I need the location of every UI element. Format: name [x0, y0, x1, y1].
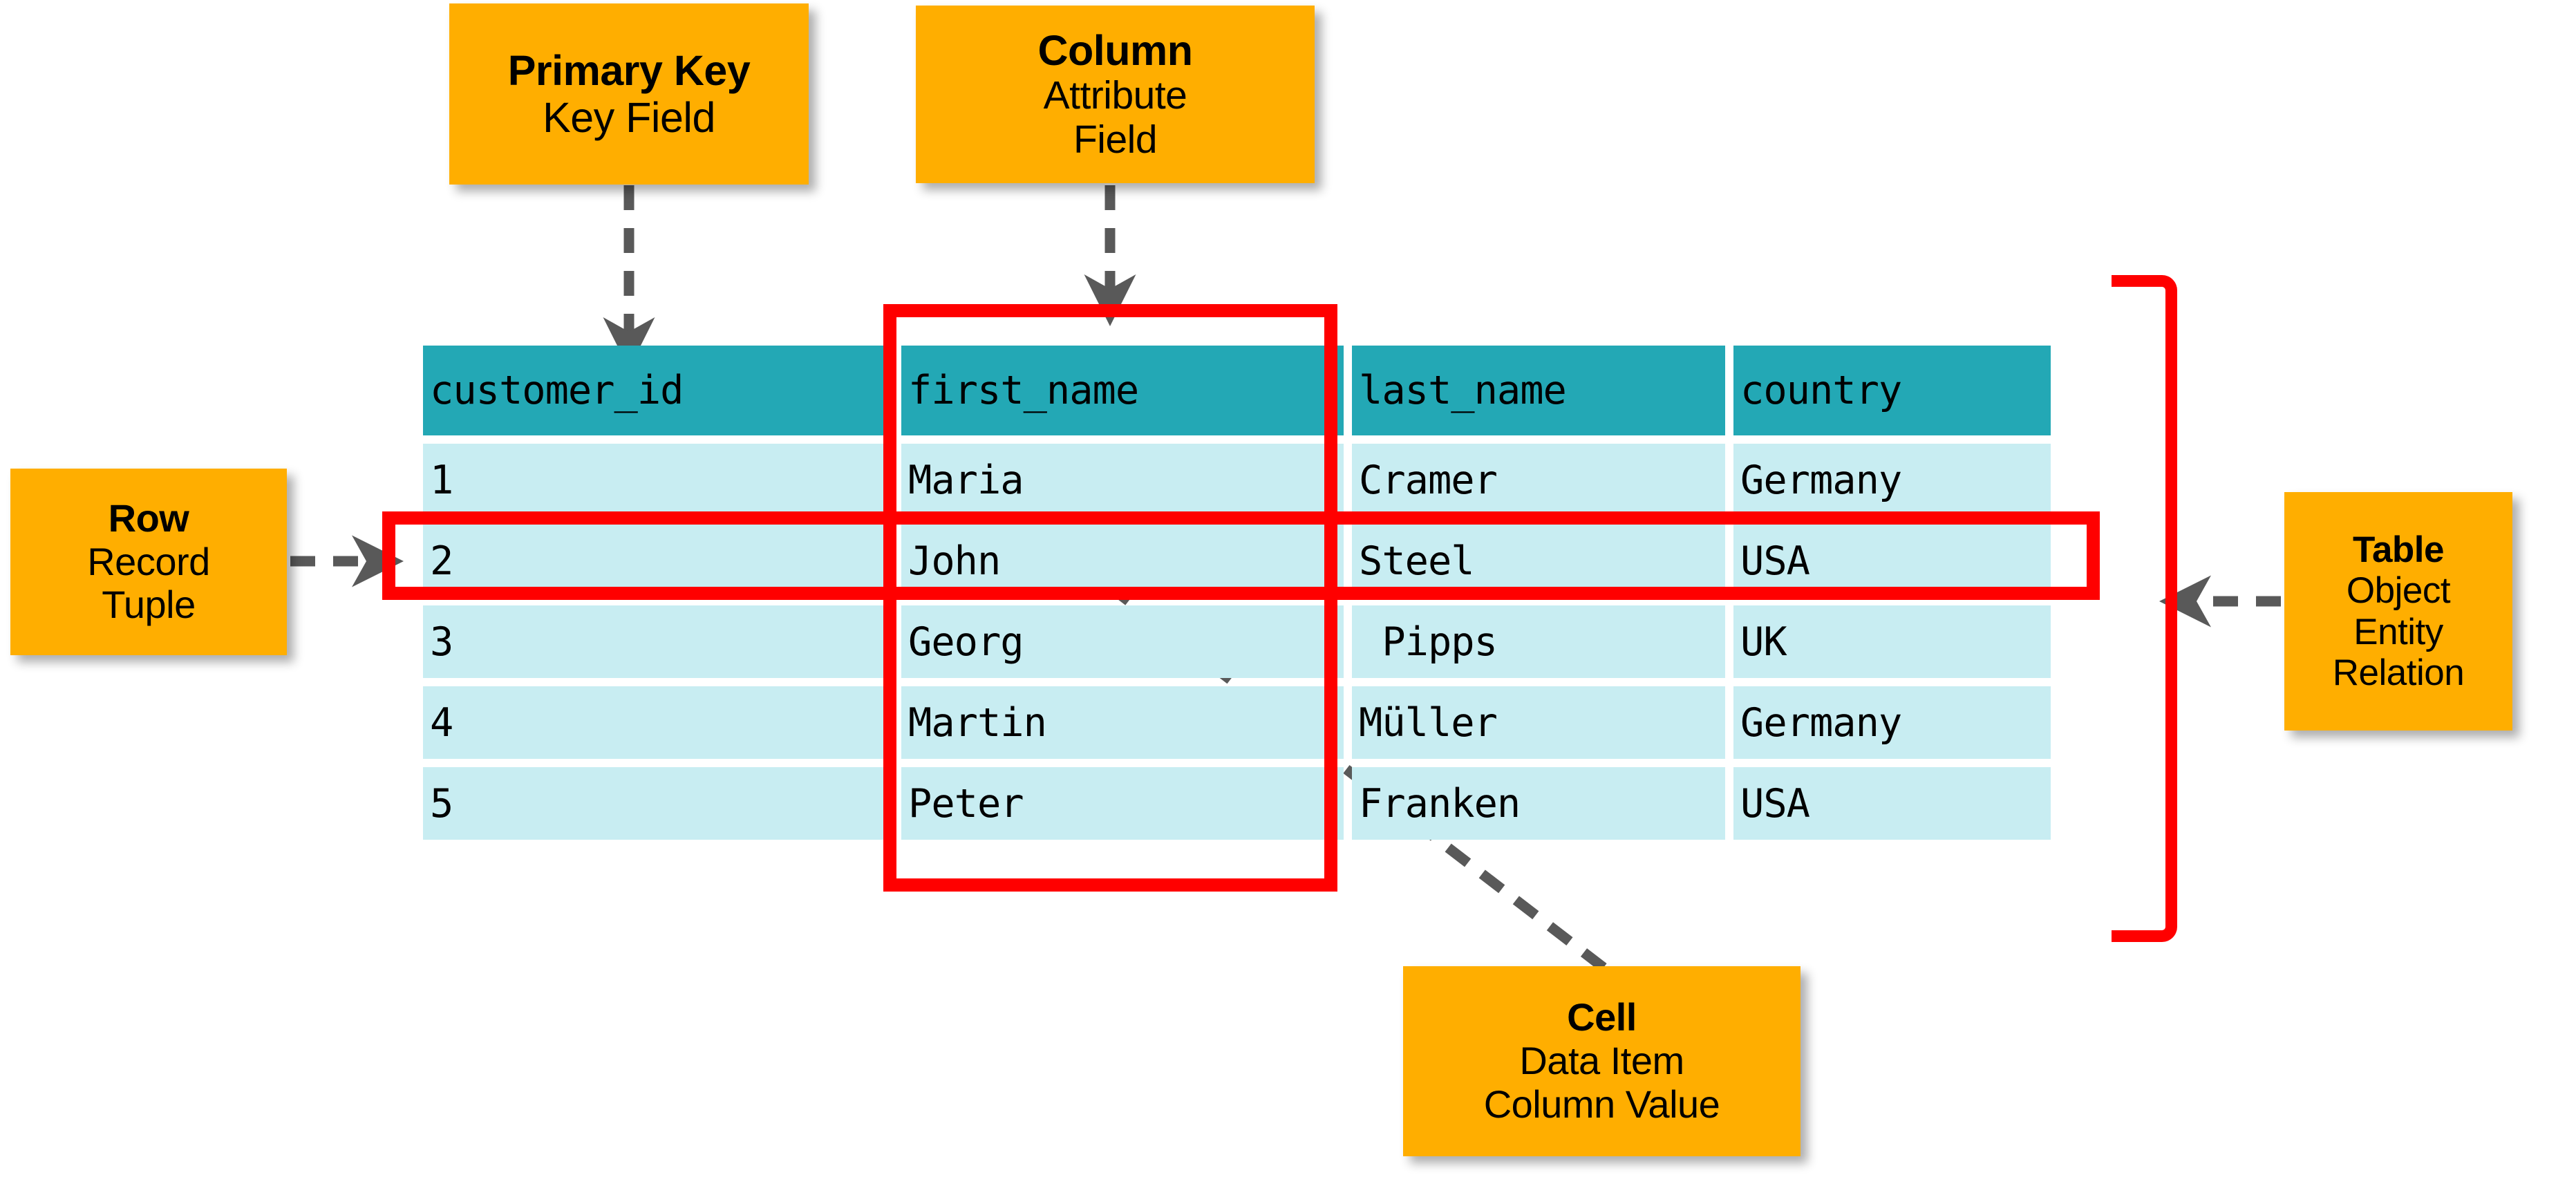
- callout-cell[interactable]: Cell Data Item Column Value: [1403, 966, 1801, 1156]
- callout-title: Table: [2353, 529, 2445, 570]
- cell-country[interactable]: Germany: [1733, 444, 2051, 516]
- cell-first-name[interactable]: Martin: [901, 686, 1344, 759]
- table-bracket: [2112, 275, 2177, 942]
- cell-customer-id[interactable]: 2: [423, 525, 893, 597]
- callout-column[interactable]: Column Attribute Field: [916, 6, 1315, 183]
- callout-title: Row: [108, 496, 189, 540]
- cell-country[interactable]: UK: [1733, 605, 2051, 678]
- table-header-row: customer_id first_name last_name country: [423, 346, 2051, 435]
- cell-first-name[interactable]: Maria: [901, 444, 1344, 516]
- callout-subtitle: Record: [87, 539, 210, 583]
- cell-country[interactable]: Germany: [1733, 686, 2051, 759]
- callout-subtitle: Relation: [2332, 652, 2465, 693]
- cell-last-name[interactable]: Müller: [1352, 686, 1725, 759]
- cell-last-name[interactable]: Cramer: [1352, 444, 1725, 516]
- table-row[interactable]: 3 Georg Pipps UK: [423, 605, 2051, 678]
- cell-customer-id[interactable]: 4: [423, 686, 893, 759]
- table-row[interactable]: 2 John Steel USA: [423, 525, 2051, 597]
- cell-first-name[interactable]: Peter: [901, 767, 1344, 840]
- callout-title: Column: [1037, 26, 1193, 74]
- cell-customer-id[interactable]: 3: [423, 605, 893, 678]
- cell-last-name[interactable]: Franken: [1352, 767, 1725, 840]
- column-header-country[interactable]: country: [1733, 346, 2051, 435]
- cell-customer-id[interactable]: 5: [423, 767, 893, 840]
- callout-subtitle: Object: [2346, 570, 2451, 612]
- cell-first-name[interactable]: John: [901, 525, 1344, 597]
- callout-primary-key[interactable]: Primary Key Key Field: [449, 3, 809, 185]
- cell-country[interactable]: USA: [1733, 525, 2051, 597]
- callout-subtitle: Key Field: [543, 94, 715, 141]
- table-row[interactable]: 5 Peter Franken USA: [423, 767, 2051, 840]
- callout-subtitle: Entity: [2353, 611, 2443, 652]
- callout-title: Cell: [1567, 995, 1637, 1039]
- callout-subtitle: Field: [1073, 117, 1158, 162]
- column-header-last-name[interactable]: last_name: [1352, 346, 1725, 435]
- database-table: customer_id first_name last_name country…: [423, 346, 2051, 849]
- callout-subtitle: Column Value: [1483, 1082, 1720, 1126]
- table-row[interactable]: 1 Maria Cramer Germany: [423, 444, 2051, 516]
- callout-subtitle: Data Item: [1519, 1039, 1684, 1083]
- callout-title: Primary Key: [507, 46, 751, 94]
- cell-country[interactable]: USA: [1733, 767, 2051, 840]
- cell-last-name[interactable]: Steel: [1352, 525, 1725, 597]
- cell-customer-id[interactable]: 1: [423, 444, 893, 516]
- cell-last-name[interactable]: Pipps: [1352, 605, 1725, 678]
- callout-subtitle: Attribute: [1043, 73, 1187, 117]
- callout-table[interactable]: Table Object Entity Relation: [2284, 492, 2512, 731]
- callout-subtitle: Tuple: [102, 583, 196, 627]
- table-row[interactable]: 4 Martin Müller Germany: [423, 686, 2051, 759]
- column-header-first-name[interactable]: first_name: [901, 346, 1344, 435]
- callout-row[interactable]: Row Record Tuple: [10, 469, 287, 655]
- column-header-customer-id[interactable]: customer_id: [423, 346, 893, 435]
- cell-first-name[interactable]: Georg: [901, 605, 1344, 678]
